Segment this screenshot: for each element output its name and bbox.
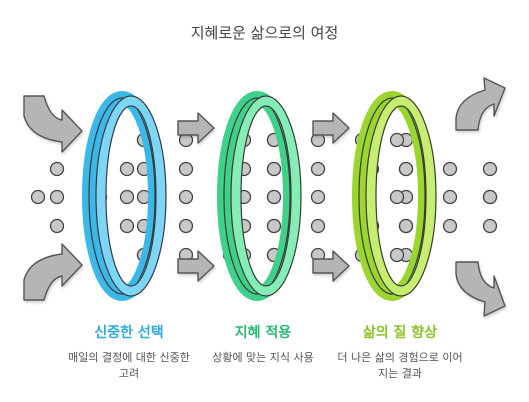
curved-arrow-in-top [23, 95, 83, 153]
dot [398, 218, 414, 234]
dot [178, 218, 194, 234]
dot [178, 161, 194, 177]
ring-step-3-outer-outline [365, 95, 437, 297]
dot [482, 218, 498, 234]
ring-step-2-inner-outline [240, 105, 292, 287]
step-3-title: 삶의 질 향상 [362, 325, 438, 341]
arrow-right-3 [312, 112, 350, 144]
ring-step-1-front [96, 96, 166, 296]
arrow-right-2 [177, 250, 215, 282]
ring-step-2-back-outline [223, 97, 291, 295]
step-1-desc: 매일의 결정에 대한 신중한 고려 [68, 351, 190, 380]
ring-step-3-front [366, 96, 436, 296]
dot [310, 189, 326, 205]
ring-step-2 [217, 91, 302, 301]
dot [30, 189, 46, 205]
dot [119, 218, 135, 234]
curved-arrow-out-bottom [455, 261, 506, 317]
dot [266, 161, 282, 177]
ring-step-2-outer-outline [230, 95, 302, 297]
step-2-title: 지혜 적용 [234, 325, 292, 341]
dot [310, 161, 326, 177]
dot [482, 189, 498, 205]
dot [389, 132, 405, 148]
dot [119, 161, 135, 177]
dot [389, 189, 405, 205]
arrow-right-4 [312, 250, 350, 282]
ring-step-3 [352, 91, 437, 301]
ring-step-1-back-outline [88, 97, 156, 295]
dot [442, 161, 458, 177]
dot [49, 218, 65, 234]
dot [482, 161, 498, 177]
dot [266, 189, 282, 205]
dot [310, 218, 326, 234]
dot [398, 161, 414, 177]
ring-step-1-inner-outline [105, 105, 157, 287]
dot [119, 189, 135, 205]
ring-step-2-front [231, 96, 301, 296]
dot [442, 218, 458, 234]
ring-step-1-outer-outline [95, 95, 167, 297]
ring-step-3-inner-outline [375, 105, 427, 287]
dot [389, 247, 405, 263]
dot [178, 189, 194, 205]
ring-step-1 [82, 91, 167, 301]
diagram-title: 지혜로운 삶으로의 여정 [190, 24, 339, 42]
step-1-title: 신중한 선택 [94, 325, 164, 341]
ring-step-3-back-outline [358, 97, 426, 295]
curved-arrow-in-bottom [23, 243, 83, 301]
curved-arrow-out-top [455, 77, 506, 131]
dot [442, 189, 458, 205]
dot [49, 189, 65, 205]
dot [266, 218, 282, 234]
step-2-desc: 상황에 맞는 지식 사용 [212, 351, 314, 364]
dot [49, 161, 65, 177]
step-3-desc: 더 나은 삶의 경험으로 이어지는 결과 [337, 351, 463, 380]
arrow-right-1 [177, 112, 215, 144]
